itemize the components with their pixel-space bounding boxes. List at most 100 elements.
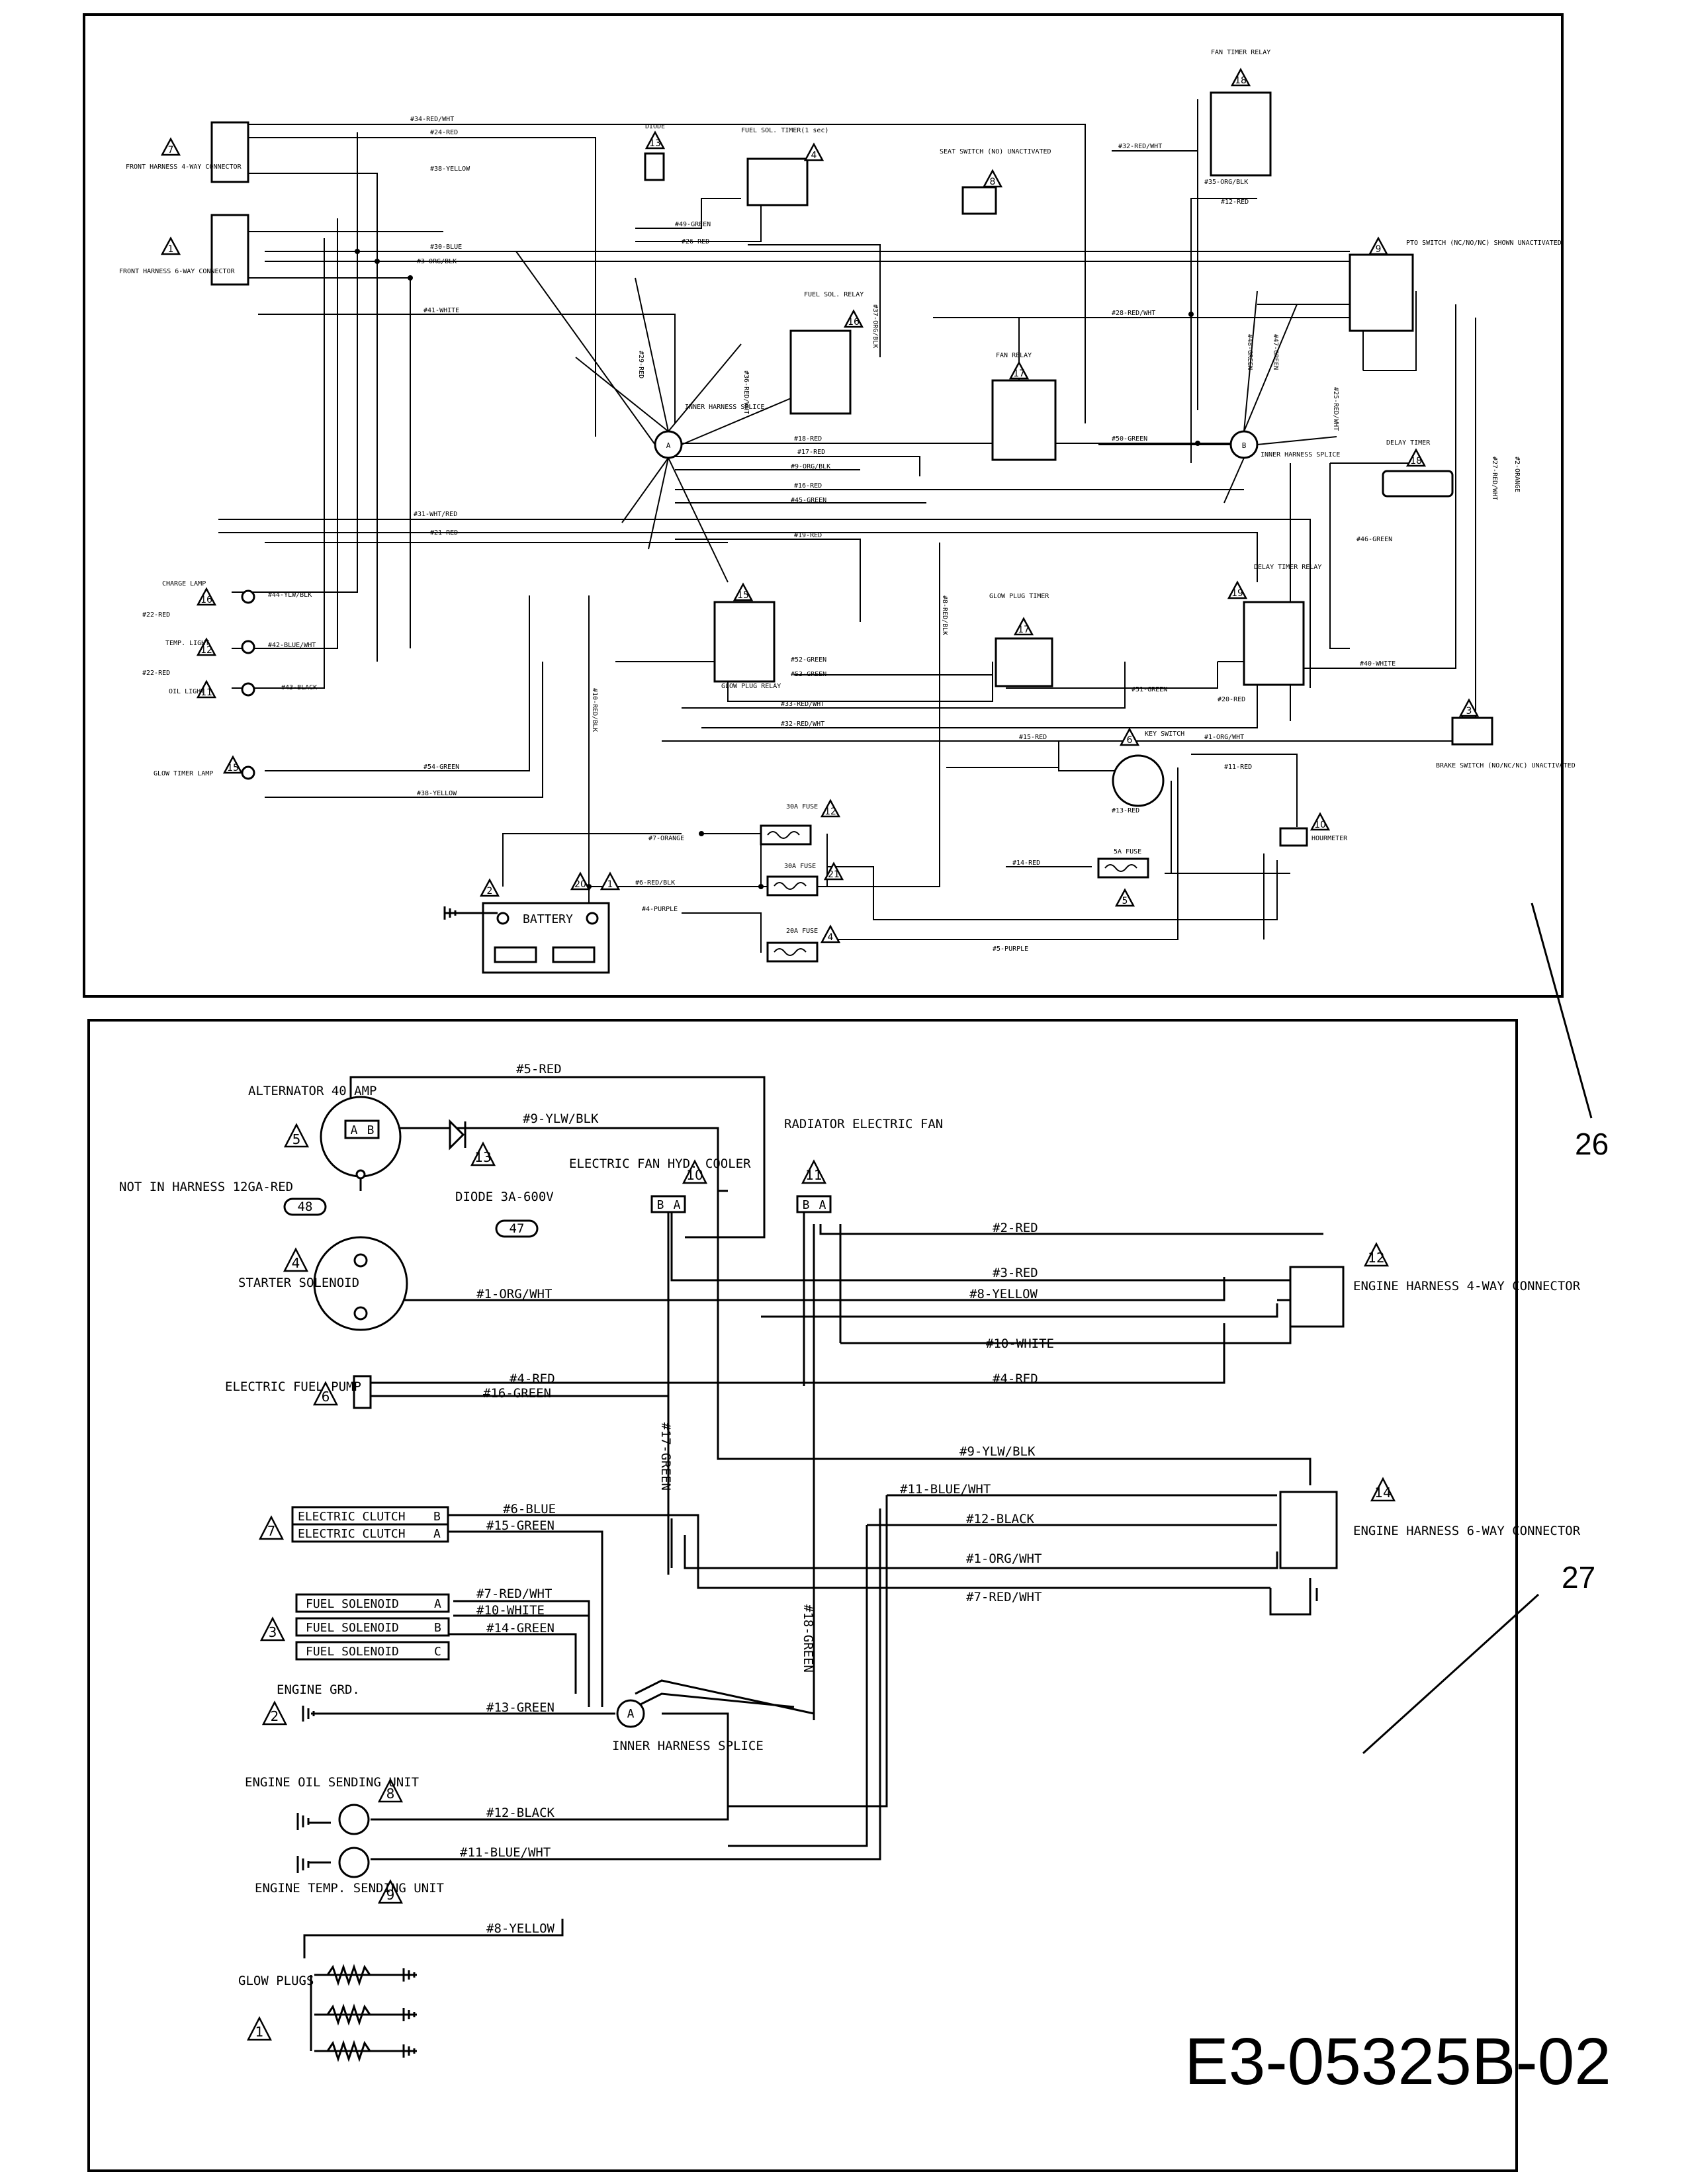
- lwire-7b: #7-RED/WHT: [476, 1587, 552, 1601]
- engine-grd-label: ENGINE GRD.: [277, 1682, 360, 1697]
- svg-text:B: B: [1242, 441, 1247, 450]
- svg-text:4: 4: [828, 932, 834, 943]
- hourmeter: 10 HOURMETER: [1279, 812, 1348, 847]
- svg-text:B: B: [657, 1198, 664, 1212]
- wire-34: #34-RED/WHT: [410, 116, 454, 123]
- electric-clutch: 7 ELECTRIC CLUTCH ELECTRIC CLUTCH BA: [258, 1506, 449, 1543]
- svg-text:6: 6: [1127, 735, 1133, 746]
- wire-25: #25-RED/WHT: [1332, 387, 1339, 431]
- wire-48: #48-GREEN: [1246, 334, 1253, 370]
- hourmeter-label: HOURMETER: [1311, 835, 1348, 842]
- front-6way-label: FRONT HARNESS 6-WAY CONNECTOR: [119, 268, 236, 275]
- wire-17: #17-RED: [797, 449, 825, 456]
- wire-24: #24-RED: [430, 129, 458, 136]
- wire-19: #19-RED: [794, 532, 822, 539]
- svg-text:17: 17: [1013, 369, 1025, 379]
- upper-panel: A INNER HARNESS SPLICE B INNER HARNESS S…: [83, 13, 1609, 1161]
- wire-3: #3-ORG/BLK: [417, 258, 457, 265]
- diode-lower-label: DIODE 3A-600V: [455, 1190, 554, 1204]
- front-4way-label: FRONT HARNESS 4-WAY CONNECTOR: [126, 163, 242, 171]
- alternator-label: ALTERNATOR 40 AMP: [248, 1084, 377, 1098]
- fuse-30a-2: 21 30A FUSE: [766, 861, 844, 896]
- radiator-fan-label: RADIATOR ELECTRIC FAN: [784, 1117, 943, 1131]
- glow-timer-lamp-label: GLOW TIMER LAMP: [154, 770, 213, 777]
- oil-sender-label: ENGINE OIL SENDING UNIT: [245, 1775, 419, 1790]
- lwire-12b: #12-BLACK: [486, 1806, 555, 1820]
- wire-20: #20-RED: [1218, 696, 1245, 703]
- fuel-solenoid: 3 FUEL SOLENOID FUEL SOLENOID FUEL SOLEN…: [259, 1593, 450, 1661]
- starter-solenoid: 4 STARTER SOLENOID: [238, 1236, 408, 1331]
- svg-text:A: A: [434, 1597, 441, 1611]
- upper-panel-frame: [83, 13, 1564, 998]
- wire-6: #6-RED/BLK: [635, 879, 675, 887]
- svg-text:B: B: [434, 1621, 441, 1635]
- engine-oil-sending-unit: 8 ENGINE OIL SENDING UNIT: [245, 1775, 419, 1835]
- fuel-pump-label: ELECTRIC FUEL PUMP: [225, 1379, 361, 1394]
- svg-text:A: A: [351, 1123, 358, 1137]
- wire-32b: #32-RED/WHT: [781, 721, 824, 728]
- glow-plug-timer: 17 GLOW PLUG TIMER: [989, 593, 1053, 687]
- wire-22b: #22-RED: [142, 670, 170, 677]
- lwire-6: #6-BLUE: [503, 1502, 556, 1516]
- wire-38a: #38-YELLOW: [430, 165, 470, 173]
- fuel-sol-relay-label: FUEL SOL. RELAY: [804, 291, 864, 298]
- upper-diode: 13 DIODE: [644, 123, 666, 181]
- delay-timer-label: DELAY TIMER: [1386, 439, 1431, 447]
- wire-51: #51-GREEN: [1132, 686, 1167, 693]
- lwire-11b: #11-BLUE/WHT: [460, 1845, 551, 1860]
- lwire-10a: #10-WHITE: [986, 1336, 1054, 1351]
- key-switch-label: KEY SWITCH: [1145, 730, 1184, 738]
- lwire-4b: #4-RED: [510, 1372, 555, 1386]
- wire-5: #5-PURPLE: [993, 945, 1028, 953]
- lower-panel-frame: [87, 1019, 1518, 2172]
- fuel-sol-timer: 4 FUEL SOL. TIMER(1 sec): [741, 127, 828, 206]
- delay-timer-relay: 19 DELAY TIMER RELAY: [1227, 564, 1321, 686]
- lower-wires: [303, 1076, 1323, 2052]
- svg-text:8: 8: [386, 1786, 395, 1802]
- svg-text:2: 2: [271, 1708, 279, 1724]
- upper-junctions: [355, 249, 1200, 889]
- wire-4: #4-PURPLE: [642, 906, 678, 913]
- delay-timer: 18 DELAY TIMER: [1382, 439, 1454, 498]
- not-in-harness-label: NOT IN HARNESS 12GA-RED: [119, 1180, 293, 1194]
- wire-40: #40-WHITE: [1360, 660, 1396, 668]
- wire-44: #44-YLW/BLK: [268, 591, 312, 599]
- svg-text:A: A: [433, 1527, 441, 1541]
- wire-8: #8-RED/BLK: [941, 595, 948, 635]
- svg-text:18: 18: [1235, 75, 1247, 86]
- upper-diode-label: DIODE: [645, 123, 665, 130]
- svg-text:A: A: [674, 1198, 681, 1212]
- starter-solenoid-label: STARTER SOLENOID: [238, 1276, 359, 1290]
- lwire-12a: #12-BLACK: [966, 1512, 1035, 1526]
- charge-lamp: 16 CHARGE LAMP: [162, 580, 255, 606]
- drawing-number: E3-05325B-02: [1184, 2025, 1611, 2099]
- svg-text:3: 3: [1466, 706, 1472, 717]
- lwire-16: #16-GREEN: [483, 1386, 551, 1401]
- lwire-8a: #8-YELLOW: [969, 1287, 1038, 1301]
- clutch-b-label: ELECTRIC CLUTCH: [298, 1510, 406, 1524]
- svg-text:21: 21: [828, 869, 840, 880]
- fuel-sol-relay: 16 FUEL SOL. RELAY: [789, 291, 864, 415]
- glow-plugs-label: GLOW PLUGS: [238, 1974, 314, 1988]
- part-47: 47: [510, 1221, 525, 1236]
- temp-light: 12 TEMP. LIGHT: [165, 637, 255, 656]
- svg-text:12: 12: [1368, 1250, 1384, 1266]
- svg-text:15: 15: [227, 763, 239, 773]
- fuse-20a: 4 20A FUSE: [766, 924, 841, 963]
- wire-22a: #22-RED: [142, 611, 170, 619]
- lwire-13: #13-GREEN: [486, 1700, 555, 1715]
- svg-text:4: 4: [292, 1255, 300, 1271]
- wire-46: #46-GREEN: [1356, 536, 1392, 543]
- fuel-sol-c-label: FUEL SOLENOID: [306, 1645, 399, 1659]
- wire-13: #13-RED: [1112, 807, 1139, 814]
- upper-wires: [218, 99, 1476, 953]
- svg-text:A: A: [666, 441, 671, 450]
- svg-text:4: 4: [811, 150, 817, 161]
- wire-12: #12-RED: [1221, 198, 1249, 206]
- lwire-9b: #9-YLW/BLK: [959, 1444, 1036, 1459]
- not-in-harness-note: NOT IN HARNESS 12GA-RED 48: [119, 1180, 327, 1216]
- oil-light-label: OIL LIGHT: [169, 688, 204, 695]
- wire-9: #9-ORG/BLK: [791, 463, 830, 470]
